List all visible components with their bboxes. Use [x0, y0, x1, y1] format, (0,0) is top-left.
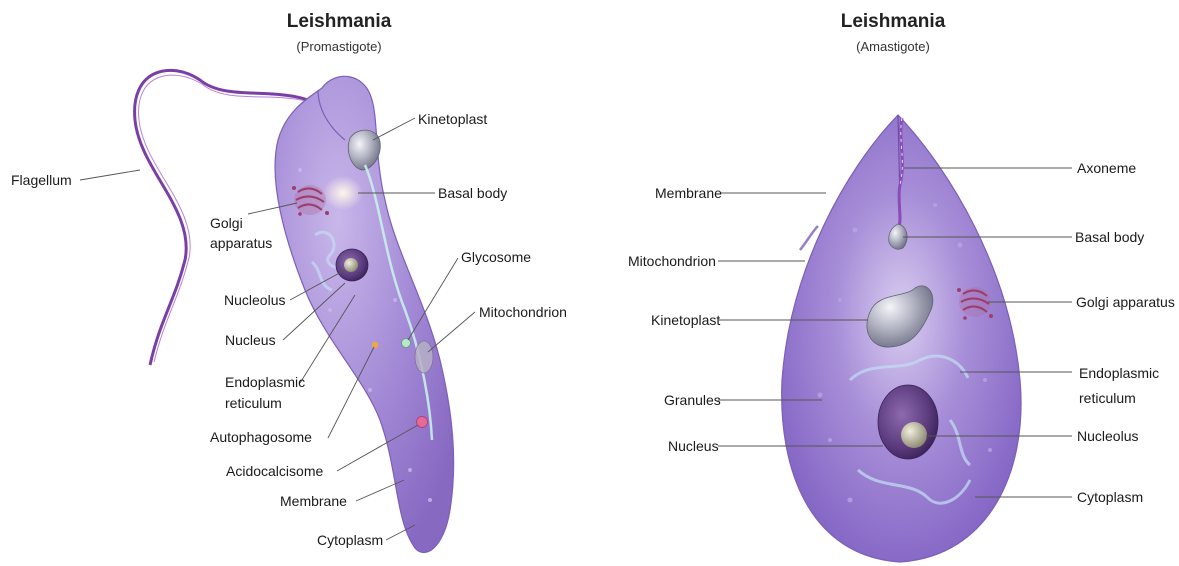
label-a-er-line1: Endoplasmic [1079, 365, 1159, 381]
label-a-er-line2: reticulum [1079, 390, 1136, 406]
label-mitochondrion: Mitochondrion [479, 304, 567, 320]
label-kinetoplast: Kinetoplast [418, 111, 487, 127]
label-acidocalcisome: Acidocalcisome [226, 463, 323, 479]
promastigote-mitochondrion [415, 341, 433, 373]
label-a-granules: Granules [664, 392, 721, 408]
amastigote-subtitle: (Amastigote) [856, 39, 930, 54]
label-golgi-line1: Golgi [210, 215, 243, 231]
label-autophagosome: Autophagosome [210, 429, 312, 445]
label-glycosome: Glycosome [461, 249, 531, 265]
label-er-line1: Endoplasmic [225, 374, 305, 390]
amastigote-nucleolus [901, 422, 927, 448]
label-nucleus: Nucleus [225, 332, 276, 348]
label-a-basal-body: Basal body [1075, 229, 1144, 245]
label-basal-body: Basal body [438, 185, 507, 201]
promastigote-autophagosome [372, 342, 378, 348]
promastigote-group: Leishmania (Promastigote) [11, 11, 567, 552]
label-a-kinetoplast: Kinetoplast [651, 312, 720, 328]
promastigote-subtitle: (Promastigote) [296, 39, 381, 54]
label-membrane: Membrane [280, 493, 347, 509]
label-a-axoneme: Axoneme [1077, 160, 1136, 176]
amastigote-nucleus [878, 385, 938, 459]
promastigote-acidocalcisome [417, 417, 428, 428]
label-flagellum: Flagellum [11, 172, 72, 188]
amastigote-title: Leishmania [841, 11, 946, 32]
label-a-nucleus: Nucleus [668, 438, 719, 454]
label-nucleolus: Nucleolus [224, 292, 285, 308]
label-a-nucleolus: Nucleolus [1077, 428, 1138, 444]
promastigote-basal-body [323, 176, 363, 210]
promastigote-nucleolus [344, 258, 358, 272]
label-a-cytoplasm: Cytoplasm [1077, 489, 1143, 505]
promastigote-glycosome [402, 339, 411, 348]
label-a-mitochondrion: Mitochondrion [628, 253, 716, 269]
label-golgi-line2: apparatus [210, 235, 272, 251]
amastigote-group: Leishmania (Amastigote) [628, 11, 1175, 562]
label-cytoplasm: Cytoplasm [317, 532, 383, 548]
label-a-golgi: Golgi apparatus [1076, 294, 1175, 310]
label-er-line2: reticulum [225, 395, 282, 411]
promastigote-title: Leishmania [287, 11, 392, 32]
label-a-membrane: Membrane [655, 185, 722, 201]
